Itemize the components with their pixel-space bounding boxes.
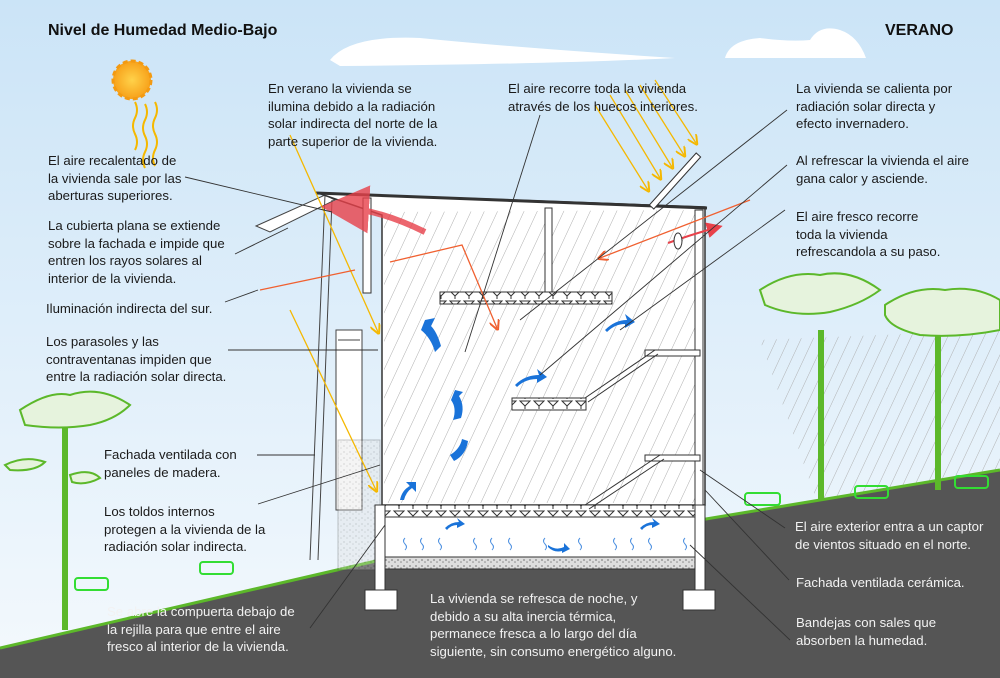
annotation-wind-catcher: El aire exterior entra a un captor de vi…	[795, 519, 984, 552]
annotation-air-through-voids: El aire recorre toda la vivienda através…	[508, 81, 698, 114]
floor-mid	[511, 397, 587, 411]
solar-rays	[289, 79, 696, 490]
annotation-wood-facade: Fachada ventilada con paneles de madera.	[104, 447, 237, 480]
mid-landing	[644, 349, 701, 357]
footing-base-right	[682, 589, 716, 611]
cloud	[330, 37, 675, 66]
house-hatch	[384, 210, 703, 503]
annotation-flat-roof: La cubierta plana se extiende sobre la f…	[48, 218, 225, 286]
cloud	[725, 28, 866, 58]
leader-lines	[184, 109, 791, 641]
stairs	[584, 349, 665, 510]
annotation-greenhouse-heating: La vivienda se calienta por radiación so…	[796, 81, 953, 131]
wood-facade-frame	[254, 194, 381, 571]
annotation-south-indirect: Iluminación indirecta del sur.	[46, 301, 213, 316]
annotation-grille-hatch: Se abre la compuerta debajo de la rejill…	[107, 604, 295, 654]
annotation-internal-awnings: Los toldos internos protegen a la vivien…	[104, 504, 266, 554]
column	[544, 207, 553, 294]
annotation-hot-air-exits: El aire recalentado de la vivienda sale …	[48, 153, 182, 203]
annotation-sunshades: Los parasoles y las contraventanas impid…	[46, 334, 227, 384]
solar-panel	[648, 152, 702, 210]
annotation-ceramic-facade: Fachada ventilada cerámica.	[796, 575, 965, 590]
annotation-salt-trays: Bandejas con sales que absorben la humed…	[796, 615, 937, 648]
sun-icon	[111, 59, 158, 169]
annotation-night-cooling: La vivienda se refresca de noche, y debi…	[430, 591, 677, 659]
moisture-ripples	[403, 537, 687, 551]
floor-upper	[439, 291, 613, 305]
page-title: Nivel de Humedad Medio-Bajo	[48, 22, 278, 39]
annotation-indirect-north-light: En verano la vivienda se ilumina debido …	[268, 81, 438, 149]
tree-right-1	[758, 272, 882, 500]
roof	[315, 191, 708, 210]
indirect-light-rays	[259, 199, 751, 328]
footing-base-left	[364, 589, 398, 611]
season-label: VERANO	[885, 22, 954, 39]
low-landing	[644, 454, 701, 462]
floor-ground	[379, 504, 706, 518]
gravel-bed	[384, 556, 701, 570]
ground	[0, 470, 1000, 678]
cool-air-arrows	[400, 314, 660, 553]
annotation-fresh-air-path: El aire fresco recorre toda la vivienda …	[796, 209, 941, 259]
shrubs	[74, 475, 989, 591]
tree-right-2	[884, 287, 1000, 490]
annotation-air-rises: Al refrescar la vivienda el aire gana ca…	[796, 153, 969, 186]
tree-left	[3, 390, 132, 630]
